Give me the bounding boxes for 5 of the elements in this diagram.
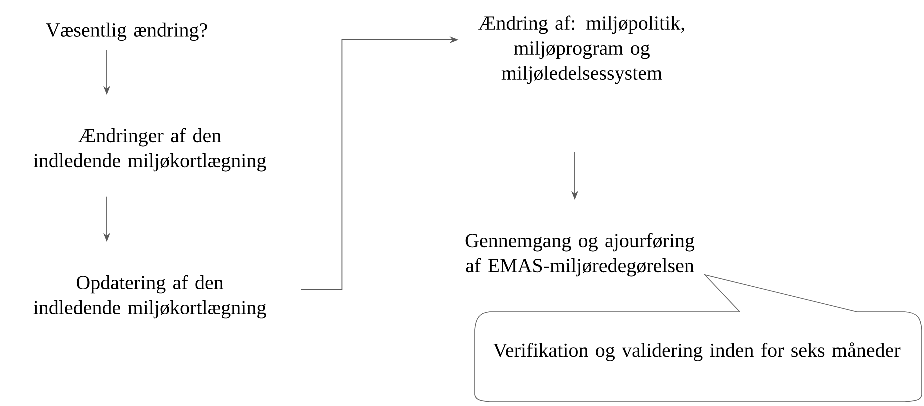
step-text: Væsentlig ændring? [46,22,208,42]
step-text: Ændring af: miljøpolitik, miljøprogram og miljøledelsessystem [478,16,684,84]
step-text: Opdatering af den indledende miljøkortlægning [34,275,266,319]
step-text: Gennemgang og ajourføring af EMAS-miljøredegørelsen [466,233,695,277]
step-text: Ændringer af den indledende miljøkortlægning [34,128,266,172]
